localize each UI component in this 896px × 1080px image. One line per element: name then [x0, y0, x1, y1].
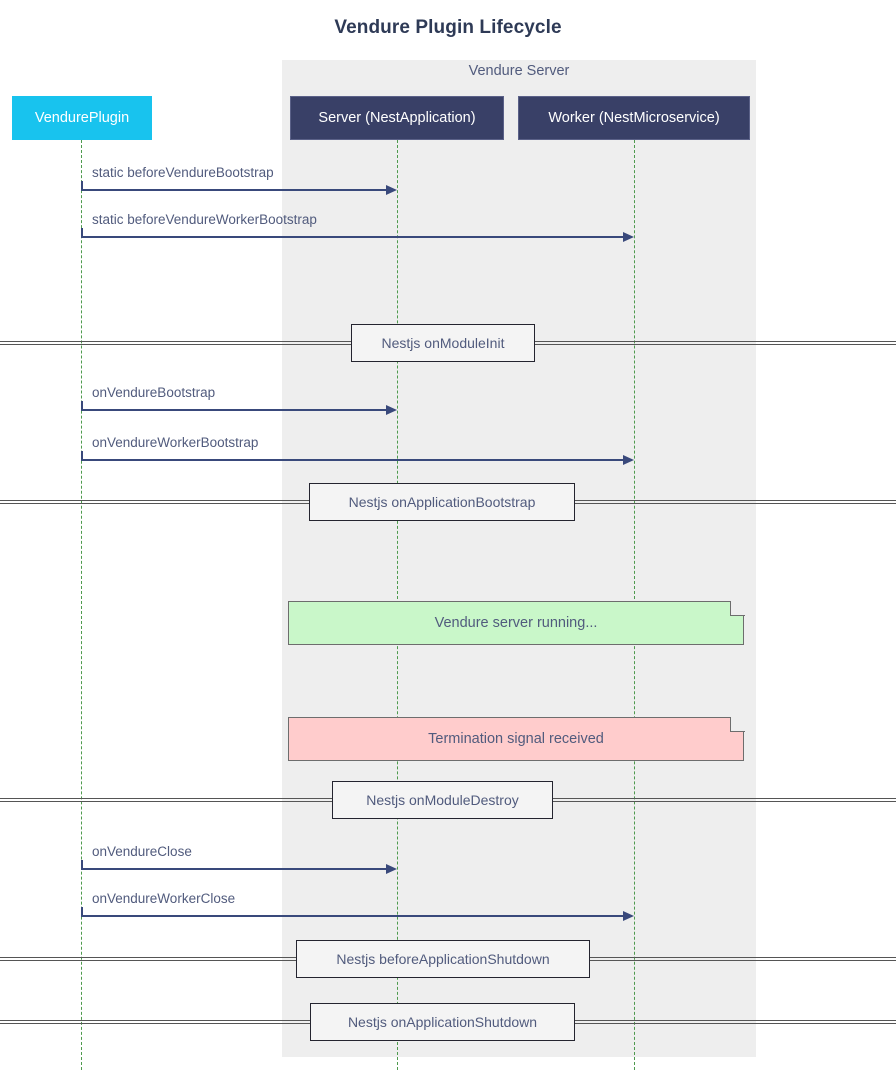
message-tail — [81, 451, 83, 460]
participant-vendureplugin[interactable]: VendurePlugin — [12, 96, 152, 140]
participant-label: Server (NestApplication) — [318, 110, 476, 126]
lifeline-vendureplugin — [81, 140, 82, 1070]
participant-worker[interactable]: Worker (NestMicroservice) — [518, 96, 750, 140]
divider-label-box: Nestjs onModuleDestroy — [332, 781, 553, 819]
participant-server[interactable]: Server (NestApplication) — [290, 96, 504, 140]
divider-label: Nestjs onModuleInit — [381, 335, 505, 351]
message-label: onVendureBootstrap — [92, 385, 216, 400]
message-arrow[interactable] — [81, 868, 390, 870]
group-label: Vendure Server — [468, 63, 570, 79]
divider-label: Nestjs beforeApplicationShutdown — [336, 951, 550, 967]
participant-label: Worker (NestMicroservice) — [548, 110, 720, 126]
message-arrowhead — [623, 911, 634, 921]
note-green: Vendure server running... — [288, 600, 745, 645]
message-label: onVendureWorkerBootstrap — [92, 435, 259, 450]
message-arrow[interactable] — [81, 409, 390, 411]
divider-label: Nestjs onModuleDestroy — [366, 792, 519, 808]
note-fold-icon — [729, 600, 745, 616]
participant-label: VendurePlugin — [34, 110, 130, 126]
message-label: static beforeVendureBootstrap — [92, 165, 274, 180]
message-arrowhead — [386, 405, 397, 415]
note-red: Termination signal received — [288, 716, 745, 761]
message-arrowhead — [623, 232, 634, 242]
message-arrowhead — [623, 455, 634, 465]
divider-label-box: Nestjs onApplicationShutdown — [310, 1003, 575, 1041]
message-tail — [81, 181, 83, 190]
divider-label: Nestjs onApplicationBootstrap — [348, 494, 536, 510]
message-tail — [81, 907, 83, 916]
message-tail — [81, 228, 83, 237]
note-label: Termination signal received — [428, 731, 604, 747]
message-arrow[interactable] — [81, 189, 390, 191]
note-label: Vendure server running... — [434, 615, 598, 631]
message-label: onVendureWorkerClose — [92, 891, 236, 906]
divider-label-box: Nestjs onModuleInit — [351, 324, 535, 362]
divider-label: Nestjs onApplicationShutdown — [347, 1014, 538, 1030]
message-arrow[interactable] — [81, 236, 627, 238]
message-tail — [81, 860, 83, 869]
message-arrowhead — [386, 185, 397, 195]
message-arrow[interactable] — [81, 915, 627, 917]
group-box-vendure-server — [282, 60, 756, 1057]
page-title: Vendure Plugin Lifecycle — [334, 17, 562, 38]
note-fold-icon — [729, 716, 745, 732]
message-arrow[interactable] — [81, 459, 627, 461]
message-label: onVendureClose — [92, 844, 192, 859]
message-tail — [81, 401, 83, 410]
divider-label-box: Nestjs beforeApplicationShutdown — [296, 940, 590, 978]
message-label: static beforeVendureWorkerBootstrap — [92, 212, 317, 227]
message-arrowhead — [386, 864, 397, 874]
divider-label-box: Nestjs onApplicationBootstrap — [309, 483, 575, 521]
